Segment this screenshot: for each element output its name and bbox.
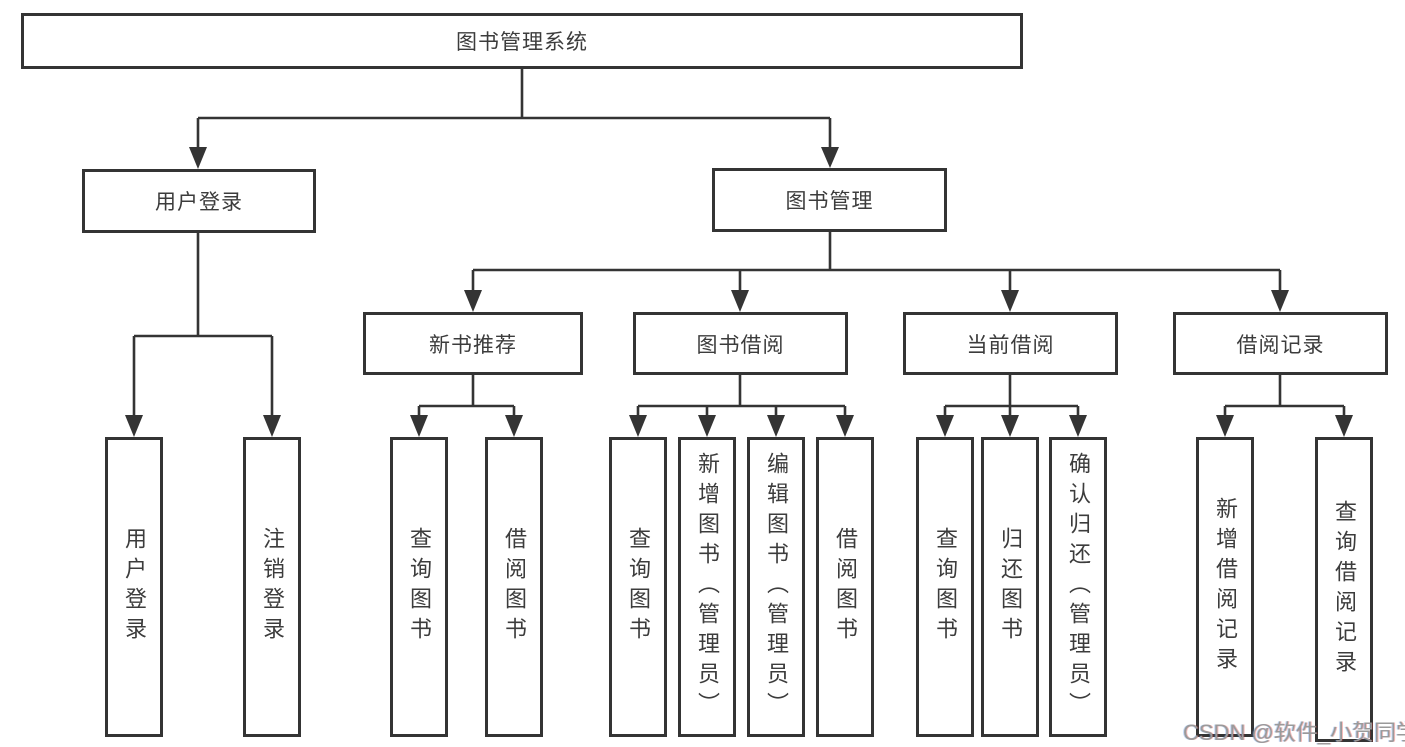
leaf-query-borrow-record-label: 查询借阅记录 bbox=[1332, 499, 1357, 680]
leaf-add-borrow-record: 新增借阅记录 bbox=[1196, 437, 1254, 737]
node-borrow-records-label: 借阅记录 bbox=[1236, 333, 1325, 357]
leaf-query-books-current-label: 查询图书 bbox=[933, 527, 958, 647]
leaf-borrow-books-recommend: 借阅图书 bbox=[485, 437, 543, 737]
leaf-borrow-books: 借阅图书 bbox=[816, 437, 874, 737]
leaf-add-book-admin-label: 新增图书（管理员） bbox=[695, 452, 720, 722]
node-new-book-recommend-label: 新书推荐 bbox=[429, 333, 517, 357]
leaf-borrow-books-label: 借阅图书 bbox=[833, 527, 858, 647]
leaf-borrow-books-recommend-label: 借阅图书 bbox=[502, 527, 527, 647]
leaf-confirm-return-admin-label: 确认归还（管理员） bbox=[1066, 452, 1091, 722]
leaf-query-books-borrow: 查询图书 bbox=[609, 437, 667, 737]
leaf-user-login: 用户登录 bbox=[105, 437, 163, 737]
leaf-query-borrow-record: 查询借阅记录 bbox=[1315, 437, 1373, 742]
leaf-add-book-admin: 新增图书（管理员） bbox=[678, 437, 736, 737]
node-current-borrow-label: 当前借阅 bbox=[966, 333, 1055, 357]
node-root-label: 图书管理系统 bbox=[456, 31, 588, 54]
leaf-user-login-label: 用户登录 bbox=[122, 527, 147, 647]
node-book-management: 图书管理 bbox=[712, 168, 947, 232]
leaf-logout-label: 注销登录 bbox=[260, 527, 285, 647]
leaf-edit-book-admin-label: 编辑图书（管理员） bbox=[764, 452, 789, 722]
leaf-edit-book-admin: 编辑图书（管理员） bbox=[747, 437, 805, 737]
watermark-text: CSDN @软件_小贺同学 bbox=[1183, 720, 1405, 745]
node-new-book-recommend: 新书推荐 bbox=[363, 312, 583, 375]
leaf-return-book: 归还图书 bbox=[981, 437, 1039, 737]
node-book-borrow: 图书借阅 bbox=[633, 312, 848, 375]
node-book-borrow-label: 图书借阅 bbox=[696, 333, 785, 357]
leaf-logout: 注销登录 bbox=[243, 437, 301, 737]
leaf-query-books-current: 查询图书 bbox=[916, 437, 974, 737]
node-user-login-group: 用户登录 bbox=[82, 169, 316, 233]
node-root: 图书管理系统 bbox=[21, 13, 1023, 69]
leaf-add-borrow-record-label: 新增借阅记录 bbox=[1213, 497, 1238, 677]
node-borrow-records: 借阅记录 bbox=[1173, 312, 1388, 375]
leaf-confirm-return-admin: 确认归还（管理员） bbox=[1049, 437, 1107, 737]
leaf-query-books-recommend: 查询图书 bbox=[390, 437, 448, 737]
leaf-return-book-label: 归还图书 bbox=[998, 527, 1023, 647]
node-current-borrow: 当前借阅 bbox=[903, 312, 1118, 375]
node-user-login-group-label: 用户登录 bbox=[155, 191, 243, 214]
leaf-query-books-recommend-label: 查询图书 bbox=[407, 527, 432, 647]
leaf-query-books-borrow-label: 查询图书 bbox=[626, 527, 651, 647]
node-book-management-label: 图书管理 bbox=[785, 190, 874, 213]
